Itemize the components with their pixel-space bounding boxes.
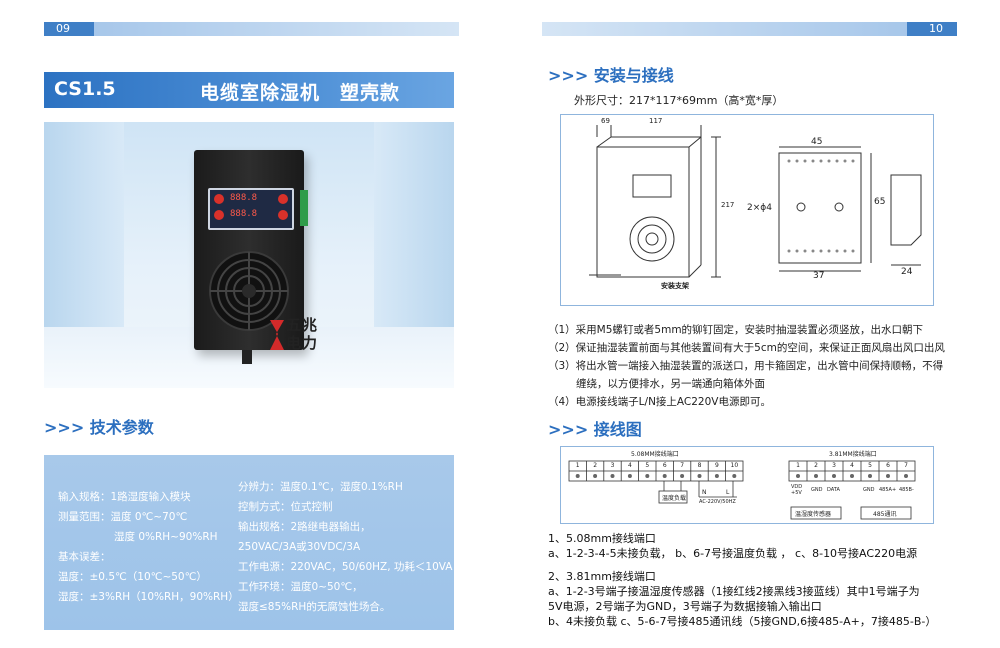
product-photo: 888.8 888.8 五兆电力 [44,122,454,388]
param-measure-range: 测量范围：温度 0℃~70℃ [58,511,188,523]
param-control: 控制方式：位式控制 [238,501,333,513]
install-step-3: （3）将出水管一端接入抽湿装置的派送口，用卡箍固定，出水管中间保持顺畅，不得 [548,360,944,372]
pin-485b-label: 485B- [899,487,914,493]
model-number: CS1.5 [54,78,116,100]
dehumidifier-device: 888.8 888.8 [194,150,308,364]
param-power: 工作电源：220VAC，50/60HZ, 功耗＜10VA [238,561,453,573]
param-temp-error: 温度：±0.5℃（10℃~50℃） [58,571,207,583]
tech-params-box: 输入规格：1路湿度输入模块 测量范围：温度 0℃~70℃ 湿度 0%RH~90%… [44,455,454,630]
param-input-spec: 输入规格：1路湿度输入模块 [58,491,191,503]
bracket-label: 安装支架 [661,282,689,290]
param-environment: 工作环境：温度0~50℃， [238,581,363,593]
product-name: 电缆室除湿机 塑壳款 [200,82,401,104]
install-step-2: （2）保证抽湿装置前面与其他装置间有大于5cm的空间，来保证正面风扇出风口出风 [548,342,945,354]
neutral-label: N [702,489,707,496]
comm-label: 485通讯 [873,511,897,518]
display-readout-1: 888.8 [230,193,258,203]
param-resolution: 分辨力：温度0.1℃，湿度0.1%RH [238,481,403,493]
pin-gnd-label: GND [811,487,823,493]
install-heading: >>> 安装与接线 [548,66,674,85]
wiring-note-2a: a、1-2-3号端子接温湿度传感器（1接红线2接黑线3接蓝线）其中1号端子为 [548,585,920,598]
fan-icon [209,251,289,331]
sensor-label: 温湿度传感器 [795,511,832,518]
page-number-right: 10 [542,22,957,36]
wiring-note-2b: b、4未接负载 c、5-6-7号接485通讯线（5接GND,6接485-A+，7… [548,615,937,628]
param-output: 输出规格：2路继电器输出， [238,521,371,533]
install-step-4: （4）电源接线端子L/N接上AC220V电源即可。 [548,396,771,408]
wiring-diagram: 5.08MM接线端口 3.81MM接线端口 [560,446,934,524]
dim-label-217: 217 [721,201,735,209]
param-output-rating: 250VAC/3A或30VDC/3A [238,541,361,553]
control-panel: 888.8 888.8 [208,188,294,230]
terminal-a-numbers: 1 2 3 4 5 6 7 8 9 10 [575,462,739,469]
wiring-note-2: 2、3.81mm接线端口 [548,570,656,583]
wiring-note-1a: a、1-2-3-4-5未接负载， b、6-7号接温度负载 ， c、8-10号接A… [548,547,918,560]
terminal-b-numbers: 1 2 3 4 5 6 7 [796,462,908,469]
install-step-3-cont: 缠绕，以方便排水，另一端通向箱体外面 [576,378,765,390]
dim-label-24: 24 [901,267,913,277]
brand-logo: 五兆电力 [266,314,336,358]
param-env-humidity: 湿度≤85%RH的无腐蚀性场合。 [238,601,391,613]
param-humidity-error: 湿度：±3%RH（10%RH，90%RH） [58,591,239,603]
dim-label-69: 69 [601,117,610,125]
install-step-1: （1）采用M5螺钉或者5mm的铆钉固定，安装时抽湿装置必须竖放，出水口朝下 [548,324,924,336]
dim-label-37: 37 [813,271,825,281]
param-humidity-range: 湿度 0%RH~90%RH [114,531,218,543]
dimension-drawing: 69 117 217 安装支架 45 65 2×ϕ4 37 24 [560,114,934,306]
line-label: L [726,489,730,496]
wiring-heading: >>> 接线图 [548,420,642,439]
dimensions-text: 外形尺寸：217*117*69mm（高*宽*厚） [574,94,784,107]
dim-label-65: 65 [874,197,886,207]
terminal-a-title: 5.08MM接线端口 [631,451,679,458]
page-number-left: 09 [44,22,459,36]
dim-label-45: 45 [811,137,823,147]
power-label: AC-220V/50HZ [699,499,736,505]
dim-label-117: 117 [649,117,663,125]
pin-data-label: DATA [827,487,840,493]
pin-485a-label: 485A+ [879,487,897,493]
param-error-label: 基本误差： [58,551,111,563]
pin-gnd2-label: GND [863,487,875,493]
wiring-note-1: 1、5.08mm接线端口 [548,532,656,545]
terminal-b-title: 3.81MM接线端口 [829,451,877,458]
brand-name: 五兆电力 [286,316,319,352]
product-title-bar: CS1.5 电缆室除湿机 塑壳款 [44,72,454,108]
pin-vdd-label: VDD +5V [791,484,803,496]
display-readout-2: 888.8 [230,209,258,219]
tech-params-heading: >>> 技术参数 [44,418,154,437]
hole-label: 2×ϕ4 [747,203,772,213]
temp-load-label: 温度负载 [662,495,687,502]
wiring-note-2a-cont: 5V电源，2号端子为GND，3号端子为数据接输入输出口 [548,600,822,613]
